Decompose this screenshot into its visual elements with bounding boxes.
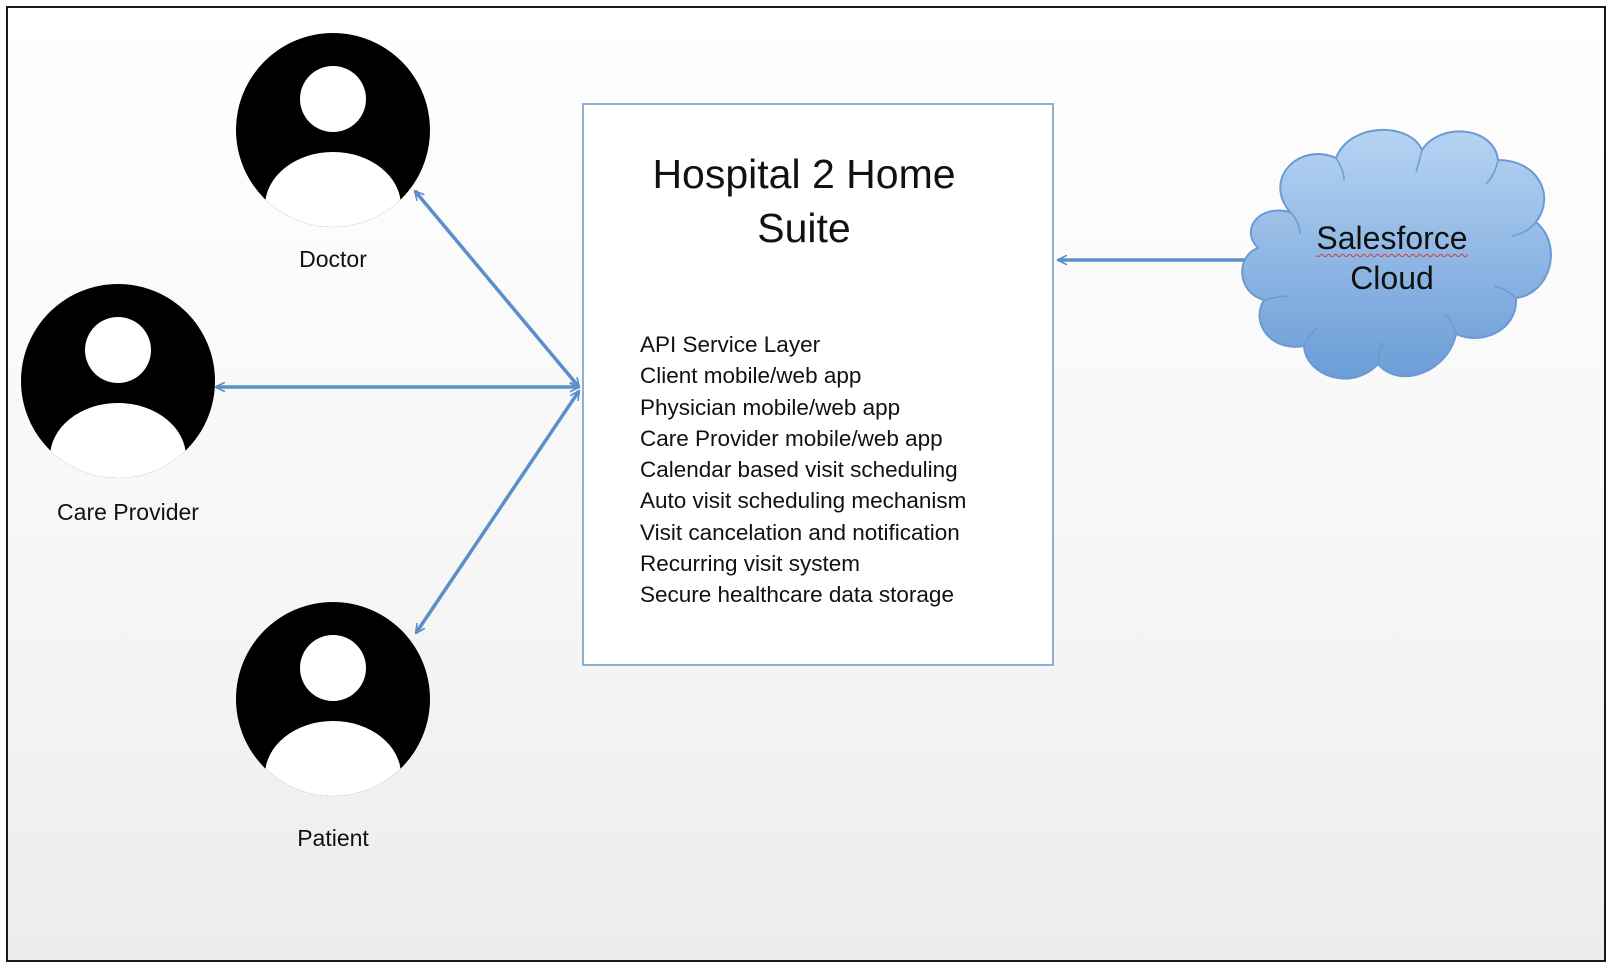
cloud-label: Salesforce Cloud (1292, 218, 1492, 298)
doctor-label: Doctor (299, 246, 367, 272)
cloud-label-line1: Salesforce (1316, 220, 1468, 256)
list-item: Physician mobile/web app (640, 394, 901, 420)
patient-label: Patient (297, 825, 369, 851)
list-item: Secure healthcare data storage (640, 582, 954, 608)
doctor-suite-arrow (413, 189, 581, 389)
care-provider-label: Care Provider (57, 499, 199, 525)
list-item: Calendar based visit scheduling (640, 457, 958, 483)
list-item: Client mobile/web app (640, 363, 862, 389)
suite-title-line1: Hospital 2 Home (652, 151, 956, 197)
suite-box: Hospital 2 Home Suite API Service Layer … (582, 103, 1054, 666)
list-item: Visit cancelation and notification (640, 519, 960, 545)
care-provider-avatar-icon (21, 284, 215, 478)
list-item: Auto visit scheduling mechanism (640, 488, 967, 514)
doctor-avatar-icon (236, 33, 430, 227)
patient-avatar-icon (236, 602, 430, 796)
list-item: API Service Layer (640, 332, 821, 357)
list-item: Care Provider mobile/web app (640, 425, 943, 451)
cloud-label-line2: Cloud (1350, 260, 1434, 296)
suite-title: Hospital 2 Home Suite (584, 147, 1024, 255)
list-item: Recurring visit system (640, 551, 861, 577)
cloud-icon (1241, 129, 1552, 380)
patient-suite-arrow (414, 389, 581, 635)
suite-title-line2: Suite (757, 205, 851, 251)
feature-list: API Service Layer Client mobile/web app … (640, 329, 966, 611)
